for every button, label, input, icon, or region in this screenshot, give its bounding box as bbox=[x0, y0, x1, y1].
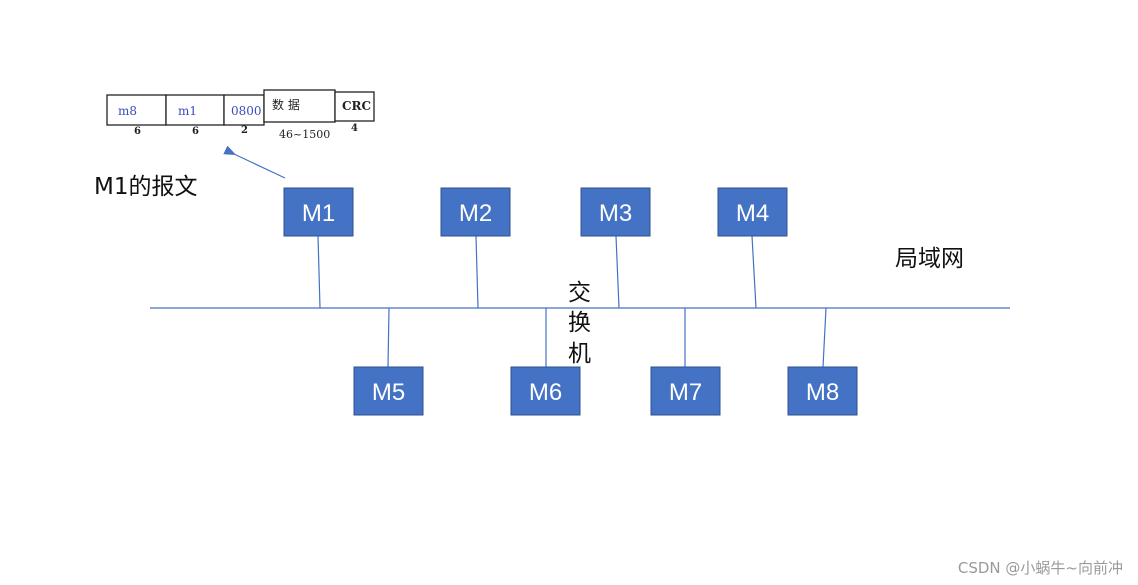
node-m5-label: M5 bbox=[372, 379, 405, 406]
switch-label-char-2: 换 bbox=[568, 310, 591, 336]
frame-field-m1-label: m1 bbox=[178, 104, 197, 118]
drop-line-m5 bbox=[387, 307, 390, 368]
drop-line-m1 bbox=[317, 235, 321, 309]
frame-caption: M1的报文 bbox=[94, 174, 197, 200]
frame-arrow bbox=[223, 145, 286, 179]
switch-label: 交 换 机 bbox=[568, 280, 591, 367]
node-m4: M4 bbox=[717, 187, 788, 237]
frame-field-m8-size: 6 bbox=[134, 126, 141, 137]
frame-field-type bbox=[223, 94, 265, 126]
frame-field-type-label: 0800 bbox=[231, 104, 262, 118]
drop-line-m8 bbox=[822, 307, 827, 368]
drop-line-m4 bbox=[751, 235, 757, 309]
ethernet-frame: m8 m1 0800 数 据 CRC 6 6 2 46~1500 4 bbox=[106, 89, 375, 141]
lan-label: 局域网 bbox=[895, 246, 964, 272]
node-m2: M2 bbox=[440, 187, 511, 237]
frame-field-m1 bbox=[165, 94, 225, 126]
frame-field-data-size: 46~1500 bbox=[279, 128, 330, 141]
frame-field-m8-label: m8 bbox=[118, 104, 137, 118]
node-m7-label: M7 bbox=[669, 379, 702, 406]
frame-field-crc-size: 4 bbox=[351, 123, 358, 134]
frame-field-crc-label: CRC bbox=[342, 99, 371, 113]
node-m4-label: M4 bbox=[736, 200, 769, 227]
drop-line-m3 bbox=[615, 235, 620, 309]
node-m3-label: M3 bbox=[599, 200, 632, 227]
node-m7: M7 bbox=[650, 366, 721, 416]
node-m6-label: M6 bbox=[529, 379, 562, 406]
node-m1-label: M1 bbox=[302, 200, 335, 227]
drop-line-m2 bbox=[475, 235, 479, 309]
node-m8-label: M8 bbox=[806, 379, 839, 406]
node-m5: M5 bbox=[353, 366, 424, 416]
node-m6: M6 bbox=[510, 366, 581, 416]
frame-field-crc bbox=[334, 91, 375, 122]
node-m3: M3 bbox=[580, 187, 651, 237]
switch-label-char-1: 交 bbox=[568, 280, 591, 306]
switch-label-char-3: 机 bbox=[568, 341, 591, 367]
watermark: CSDN @小蜗牛~向前冲 bbox=[958, 559, 1123, 577]
node-m1: M1 bbox=[283, 187, 354, 237]
frame-field-type-size: 2 bbox=[241, 125, 248, 136]
node-m2-label: M2 bbox=[459, 200, 492, 227]
frame-field-m1-size: 6 bbox=[192, 126, 199, 137]
node-m8: M8 bbox=[787, 366, 858, 416]
frame-field-m8 bbox=[106, 94, 167, 126]
frame-field-data-label: 数 据 bbox=[272, 97, 300, 112]
